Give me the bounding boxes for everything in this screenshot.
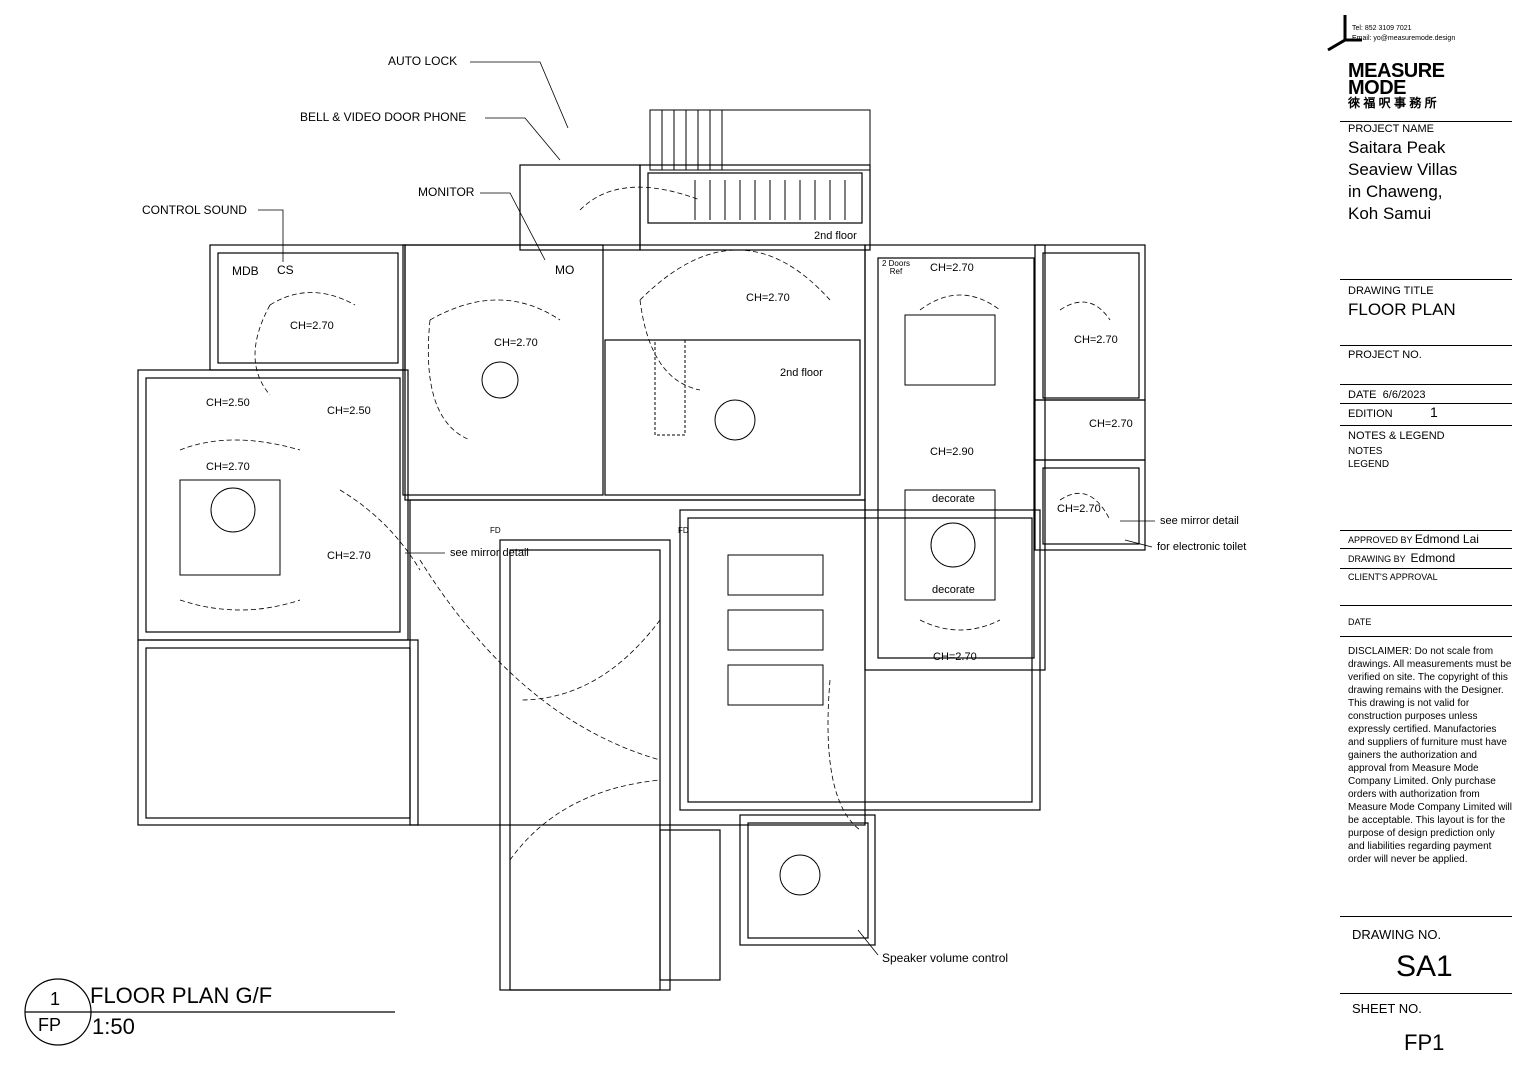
email: Email: yo@measuremode.design — [1352, 35, 1456, 42]
auto-lock-label: AUTO LOCK — [388, 54, 458, 68]
sheet-no-label: SHEET NO. — [1352, 1001, 1422, 1016]
drawing-title: FLOOR PLAN G/F — [90, 983, 273, 1008]
mo-label: MO — [555, 263, 575, 277]
date-value: 6/6/2023 — [1382, 389, 1426, 401]
ceiling-height: CH=2.70 — [290, 320, 334, 332]
date-field: DATE 6/6/2023 — [1348, 389, 1426, 401]
mdb-label: MDB — [232, 264, 259, 278]
see-mirror-detail-label: see mirror detail — [450, 547, 529, 559]
drawing-by: DRAWING BY Edmond — [1348, 551, 1456, 565]
ceiling-height: CH=2.70 — [1089, 418, 1133, 430]
drawing-code: FP — [38, 1015, 62, 1035]
leader-lines — [258, 61, 1155, 956]
two-doors-ref-label: 2 Doors Ref — [881, 259, 910, 276]
ceiling-height: CH=2.70 — [206, 461, 250, 473]
project-name-line: in Chaweng, — [1348, 182, 1443, 201]
clients-approval-label: CLIENT'S APPROVAL — [1348, 572, 1438, 582]
floor-drain-label: FD — [490, 526, 501, 535]
walls — [137, 164, 1146, 991]
electrical-circuits — [179, 186, 1111, 861]
drawing-title-value: FLOOR PLAN — [1348, 300, 1456, 319]
electronic-toilet-label: for electronic toilet — [1157, 541, 1247, 553]
project-name-label: PROJECT NAME — [1348, 123, 1434, 135]
second-floor-label: 2nd floor — [814, 230, 857, 242]
logo-line2: MODE — [1348, 77, 1407, 99]
ceiling-height: CH=2.70 — [933, 651, 977, 663]
sun-loungers — [727, 554, 824, 706]
legend-label: LEGEND — [1348, 459, 1390, 470]
ceiling-height: CH=2.70 — [494, 337, 538, 349]
edition-label: EDITION — [1348, 408, 1393, 420]
ceiling-height: CH=2.50 — [206, 397, 250, 409]
bell-video-label: BELL & VIDEO DOOR PHONE — [300, 110, 467, 124]
ceiling-height: CH=2.70 — [1074, 334, 1118, 346]
ceiling-height: CH=2.70 — [930, 262, 974, 274]
date2-label: DATE — [1348, 617, 1372, 627]
second-floor-label: 2nd floor — [780, 367, 823, 379]
see-mirror-detail-label: see mirror detail — [1160, 515, 1239, 527]
stair — [649, 109, 871, 220]
ceiling-height: CH=2.70 — [1057, 503, 1101, 515]
edition-value: 1 — [1430, 404, 1438, 420]
project-name-line: Seaview Villas — [1348, 160, 1458, 179]
decorate-label: decorate — [932, 493, 975, 505]
project-name-line: Koh Samui — [1348, 204, 1432, 223]
monitor-label: MONITOR — [418, 185, 475, 199]
notes-legend-label: NOTES & LEGEND — [1348, 430, 1445, 442]
ceiling-height: CH=2.70 — [327, 550, 371, 562]
logo-line1: MEASURE — [1348, 60, 1445, 82]
drawing-label-symbol — [24, 978, 395, 1046]
drawing-no-label: DRAWING NO. — [1352, 927, 1442, 942]
floor-drain-label: FD — [678, 526, 689, 535]
drawing-number: 1 — [50, 989, 61, 1009]
drawing-scale: 1:50 — [92, 1014, 135, 1039]
title-block: Tel: 852 3109 7021 Email: yo@measuremode… — [1340, 0, 1536, 1087]
project-no-label: PROJECT NO. — [1348, 349, 1422, 361]
ceiling-fans — [179, 314, 996, 896]
ceiling-height: CH=2.50 — [327, 405, 371, 417]
ceiling-height: CH=2.90 — [930, 446, 974, 458]
disclaimer: DISCLAIMER: Do not scale from drawings. … — [1348, 646, 1512, 865]
approved-by: APPROVED BY Edmond Lai — [1348, 532, 1479, 546]
logo-chinese: 徠 福 呎 事 務 所 — [1348, 96, 1437, 110]
notes-label: NOTES — [1348, 446, 1383, 457]
ceiling-height: CH=2.70 — [746, 292, 790, 304]
drawing-no-value: SA1 — [1396, 950, 1453, 983]
drawing-title-label: DRAWING TITLE — [1348, 285, 1434, 297]
tel: Tel: 852 3109 7021 — [1352, 25, 1412, 32]
cs-label: CS — [277, 263, 294, 277]
sheet-no-value: FP1 — [1404, 1030, 1445, 1055]
project-name-line: Saitara Peak — [1348, 138, 1446, 157]
speaker-volume-label: Speaker volume control — [882, 951, 1009, 965]
control-sound-label: CONTROL SOUND — [142, 203, 247, 217]
decorate-label: decorate — [932, 584, 975, 596]
